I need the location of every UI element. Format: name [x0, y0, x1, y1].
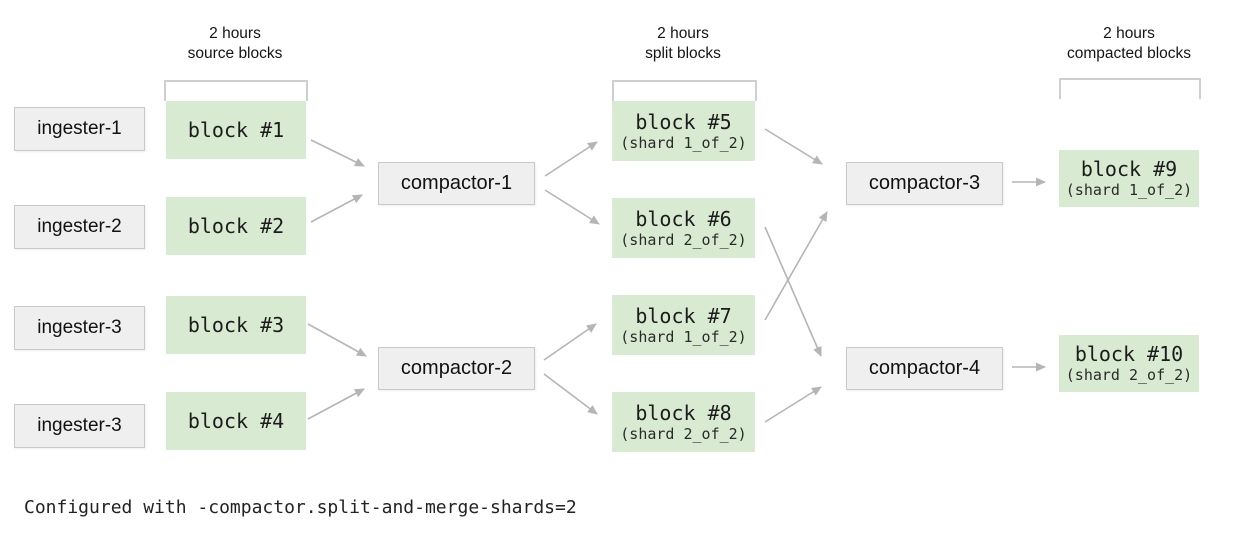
ingester-label: ingester-1: [37, 118, 122, 139]
ingester-label: ingester-3: [37, 317, 122, 338]
arrow-block7-compactor3: [764, 211, 828, 321]
arrow-block5-compactor3: [764, 128, 823, 165]
header-line: 2 hours: [1103, 25, 1155, 42]
ingester-label: ingester-2: [37, 216, 122, 237]
block-label: block #9: [1080, 157, 1178, 182]
compactor-1-box: compactor-1: [378, 162, 535, 205]
arrow-block4-compactor2: [307, 388, 365, 420]
compactor-label: compactor-2: [400, 357, 513, 379]
block-shard-label: (shard 2_of_2): [1065, 366, 1193, 385]
block-label: block #2: [187, 214, 285, 238]
header-source-blocks: 2 hours source blocks: [140, 24, 330, 65]
block-shard-label: (shard 2_of_2): [620, 424, 747, 443]
source-block-3: block #3: [166, 296, 306, 354]
compactor-label: compactor-3: [868, 172, 981, 194]
header-line: source blocks: [187, 45, 283, 63]
header-split-blocks: 2 hours split blocks: [588, 24, 778, 65]
compactor-3-box: compactor-3: [846, 162, 1003, 205]
split-block-5: block #5 (shard 1_of_2): [612, 101, 755, 161]
arrow-block8-compactor4: [764, 386, 822, 423]
block-label: block #8: [635, 400, 732, 425]
header-line: 2 hours: [209, 25, 261, 42]
ingester-1-box: ingester-1: [14, 107, 145, 151]
compacted-block-9: block #9 (shard 1_of_2): [1059, 150, 1199, 207]
ingester-3-box: ingester-3: [14, 306, 145, 350]
ingester-2-box: ingester-2: [14, 205, 145, 249]
block-shard-label: (shard 1_of_2): [620, 327, 747, 346]
ingester-label: ingester-3: [37, 415, 122, 436]
span-bracket-split: [612, 80, 757, 101]
arrow-compactor1-block5: [544, 141, 598, 177]
compactor-2-box: compactor-2: [378, 347, 535, 390]
compactor-label: compactor-1: [400, 172, 513, 194]
span-bracket-compacted: [1059, 78, 1201, 99]
arrow-compactor2-block8: [543, 373, 598, 415]
span-bracket-source: [164, 80, 308, 101]
arrow-block2-compactor1: [310, 194, 363, 223]
arrow-block6-compactor4: [764, 226, 822, 357]
compactor-4-box: compactor-4: [846, 347, 1003, 390]
config-caption: Configured with -compactor.split-and-mer…: [24, 497, 577, 518]
compacted-block-10: block #10 (shard 2_of_2): [1059, 335, 1199, 392]
arrow-compactor1-block6: [544, 189, 600, 225]
source-block-4: block #4: [166, 392, 306, 450]
block-label: block #7: [635, 303, 732, 328]
block-label: block #4: [187, 409, 285, 433]
block-label: block #3: [187, 313, 285, 337]
source-block-1: block #1: [166, 101, 306, 159]
block-shard-label: (shard 1_of_2): [1065, 181, 1193, 200]
split-block-8: block #8 (shard 2_of_2): [612, 392, 755, 452]
block-label: block #10: [1074, 342, 1184, 367]
block-shard-label: (shard 2_of_2): [620, 230, 747, 249]
arrow-block3-compactor2: [307, 323, 367, 357]
source-block-2: block #2: [166, 197, 306, 255]
arrow-block1-compactor1: [310, 139, 365, 167]
header-line: compacted blocks: [1066, 45, 1192, 63]
block-label: block #6: [635, 206, 732, 231]
split-block-6: block #6 (shard 2_of_2): [612, 198, 755, 258]
split-block-7: block #7 (shard 1_of_2): [612, 295, 755, 355]
header-line: split blocks: [645, 45, 721, 63]
block-label: block #5: [635, 109, 732, 134]
block-label: block #1: [187, 118, 285, 142]
arrow-compactor2-block7: [543, 323, 597, 361]
ingester-3b-box: ingester-3: [14, 404, 145, 448]
compactor-label: compactor-4: [868, 357, 981, 379]
header-line: 2 hours: [657, 25, 709, 42]
header-compacted-blocks: 2 hours compacted blocks: [1034, 24, 1224, 65]
block-shard-label: (shard 1_of_2): [620, 133, 747, 152]
